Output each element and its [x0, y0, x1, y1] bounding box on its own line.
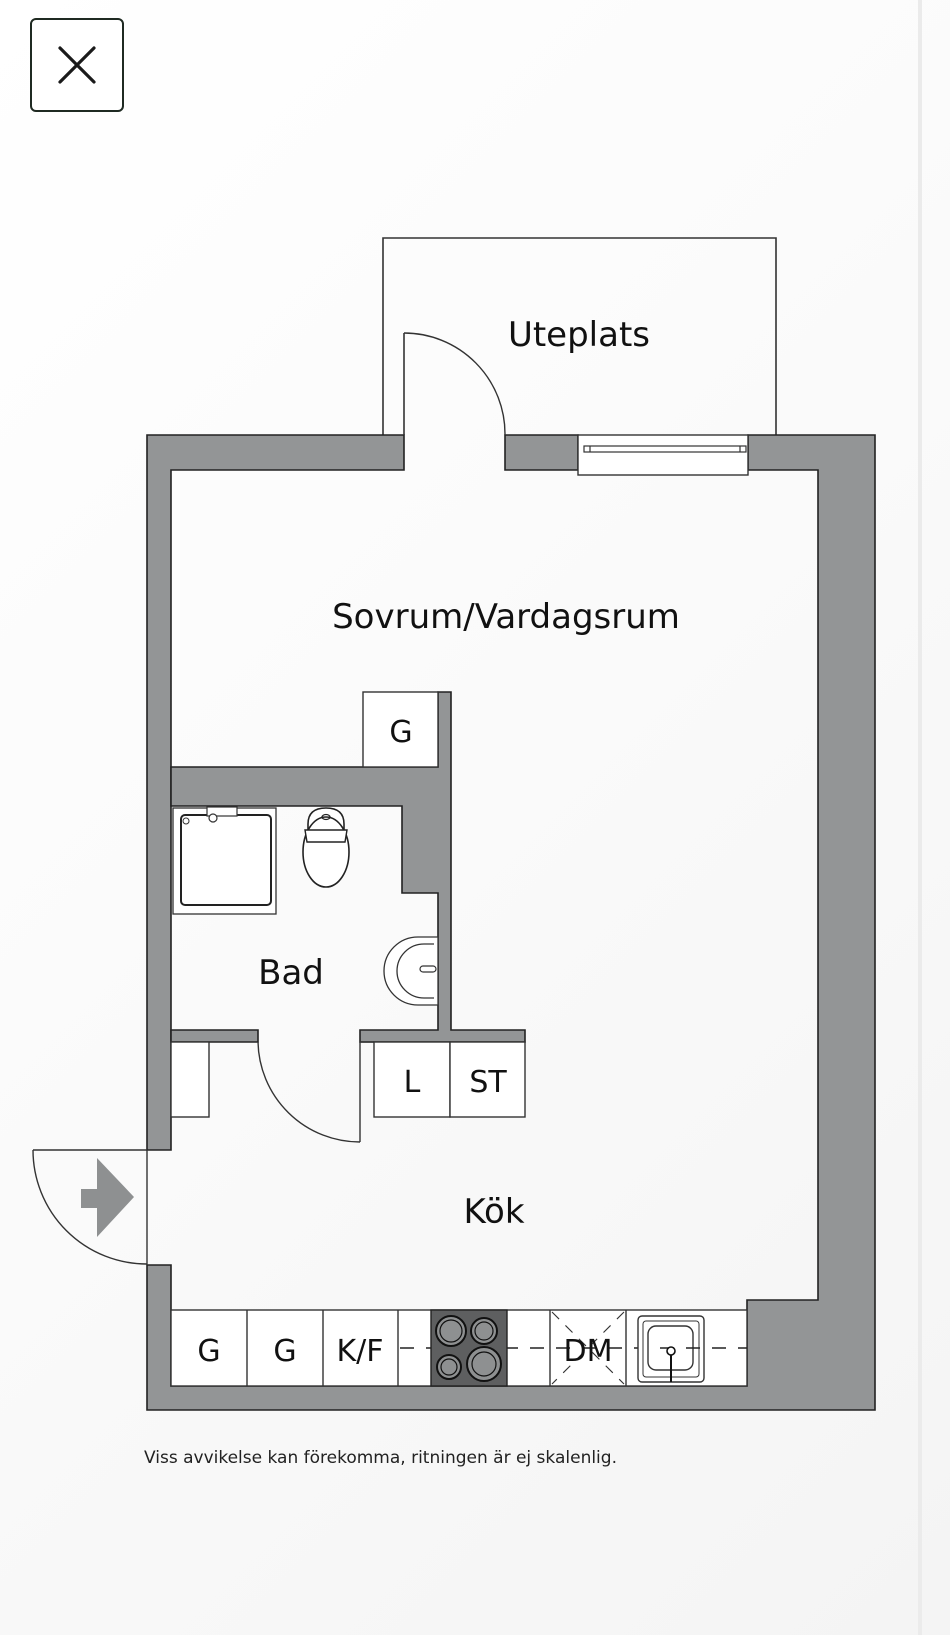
disclaimer-caption: Viss avvikelse kan förekomma, ritningen … [144, 1448, 617, 1468]
room-label-bad: Bad [258, 953, 324, 993]
close-icon [58, 46, 96, 84]
linen-storage-closets: L ST [360, 1041, 526, 1118]
outer-wall [146, 434, 876, 1411]
room-label-kok: Kök [463, 1192, 524, 1232]
bath-bottom-wall-left [170, 1029, 259, 1043]
kitchen-unit-g2: G [273, 1334, 296, 1369]
kitchen-unit-g1: G [197, 1334, 220, 1369]
linen-label: L [404, 1065, 421, 1100]
shower [172, 806, 277, 915]
patio [382, 237, 777, 435]
storage-label: ST [469, 1065, 507, 1100]
room-label-uteplats: Uteplats [508, 315, 650, 355]
scrollbar-edge [918, 0, 922, 1635]
closet-label: G [389, 715, 412, 750]
kitchen-sink [637, 1315, 710, 1383]
entrance-door [32, 1149, 148, 1265]
kitchen-unit-fridge: K/F [336, 1334, 383, 1369]
close-button[interactable] [30, 18, 124, 112]
toilet [302, 807, 350, 888]
bathroom-door [257, 1041, 361, 1143]
bedroom-closet: G [362, 691, 439, 768]
interior-walls [170, 691, 526, 1043]
hall-closet [170, 1041, 210, 1118]
bathroom-sink [383, 936, 439, 1006]
stove [430, 1309, 508, 1387]
window [577, 434, 749, 476]
dishwasher-label: DM [564, 1334, 613, 1369]
room-label-sovrum-vardagsrum: Sovrum/Vardagsrum [332, 597, 680, 637]
entrance-arrow-icon [81, 1158, 134, 1237]
patio-door [403, 332, 506, 436]
dishwasher: DM [551, 1311, 625, 1385]
